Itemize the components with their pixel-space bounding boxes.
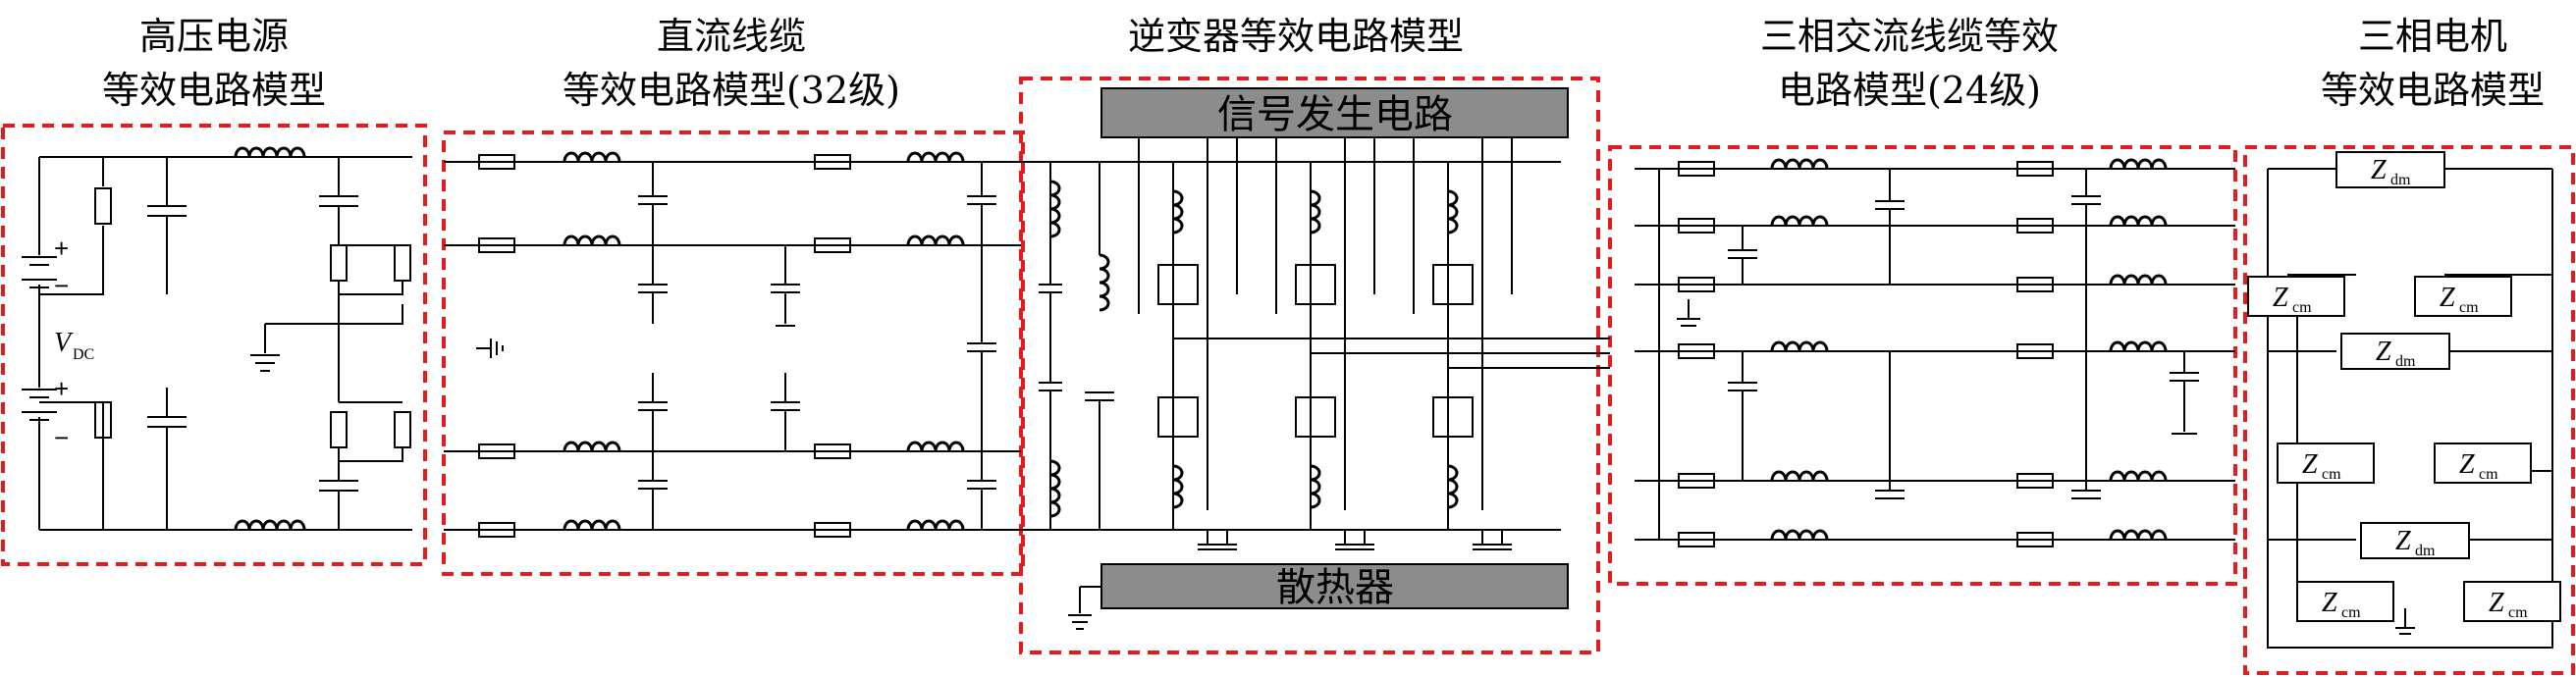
z-cm-right-sub: cm bbox=[2459, 299, 2479, 316]
z-cm-midleft-z: Z bbox=[2302, 449, 2318, 480]
ac-cable-ellipsis bbox=[1914, 168, 2008, 541]
hv-source-circuit bbox=[22, 156, 412, 531]
dc-cable-circuit bbox=[444, 154, 1021, 538]
frame-ac-cable bbox=[1608, 145, 2237, 586]
battery-minus-top: − bbox=[54, 271, 69, 300]
title-hv-line1: 高压电源 bbox=[139, 15, 289, 58]
frame-inverter bbox=[1019, 77, 1600, 654]
battery-plus-bottom: + bbox=[54, 374, 69, 403]
z-cm-midright-z: Z bbox=[2459, 449, 2475, 480]
z-dm-top-sub: dm bbox=[2390, 172, 2411, 188]
title-inverter: 逆变器等效电路模型 bbox=[1128, 15, 1464, 58]
z-dm-mid-sub: dm bbox=[2395, 353, 2416, 370]
z-cm-midleft-sub: cm bbox=[2322, 466, 2341, 483]
z-dm-top-z: Z bbox=[2371, 155, 2387, 185]
z-cm-mid-left bbox=[2277, 443, 2375, 484]
battery-minus-bottom: − bbox=[54, 423, 69, 452]
z-cm-bottom-left bbox=[2296, 581, 2394, 622]
battery-plus-top: + bbox=[54, 234, 69, 263]
dashed-frames bbox=[1, 77, 2575, 675]
signal-generator-box bbox=[1100, 87, 1569, 138]
vdc-subscript: DC bbox=[73, 346, 94, 363]
z-cm-midright-sub: cm bbox=[2479, 466, 2498, 483]
frame-dc-cable bbox=[442, 130, 1025, 576]
z-cm-botleft-sub: cm bbox=[2341, 604, 2361, 621]
z-dm-bottom-sub: dm bbox=[2415, 543, 2436, 559]
title-dc-line2: 等效电路模型(32级) bbox=[563, 69, 900, 112]
z-cm-right bbox=[2414, 276, 2512, 317]
z-dm-bottom bbox=[2360, 522, 2470, 559]
dc-inductors bbox=[563, 151, 965, 531]
hv-inductors bbox=[234, 146, 306, 531]
frame-motor bbox=[2243, 145, 2575, 675]
titles: 高压电源 等效电路模型 直流线缆 等效电路模型(32级) 逆变器等效电路模型 三… bbox=[102, 15, 2545, 112]
z-cm-right-z: Z bbox=[2440, 283, 2455, 313]
z-cm-left-z: Z bbox=[2273, 283, 2288, 313]
motor-circuit bbox=[2267, 168, 2553, 649]
ac-cable-circuit bbox=[1635, 161, 2235, 547]
inverter-circuit bbox=[1021, 137, 1610, 630]
z-dm-middle bbox=[2340, 333, 2450, 370]
z-cm-left-sub: cm bbox=[2292, 299, 2312, 316]
z-dm-mid-z: Z bbox=[2376, 337, 2391, 367]
title-ac-line2: 电路模型(24级) bbox=[1778, 69, 2041, 112]
title-motor-line1: 三相电机 bbox=[2358, 15, 2507, 58]
z-cm-botright-sub: cm bbox=[2508, 604, 2528, 621]
z-cm-mid-right bbox=[2434, 443, 2532, 484]
vdc-symbol: V bbox=[54, 328, 74, 358]
ac-inductors bbox=[1770, 158, 2168, 541]
title-ac-line1: 三相交流线缆等效 bbox=[1760, 15, 2059, 58]
title-dc-line1: 直流线缆 bbox=[657, 15, 806, 58]
title-hv-line2: 等效电路模型 bbox=[102, 69, 326, 112]
title-motor-line2: 等效电路模型 bbox=[2321, 69, 2545, 112]
inverter-inductors bbox=[1049, 180, 1459, 518]
signal-generator-label: 信号发生电路 bbox=[1217, 92, 1453, 137]
z-dm-top bbox=[2335, 151, 2445, 188]
dc-cable-ellipsis bbox=[687, 161, 805, 531]
motor-impedance-boxes bbox=[2247, 151, 2561, 622]
frame-hv-source bbox=[1, 124, 427, 566]
z-dm-bottom-z: Z bbox=[2395, 526, 2411, 556]
z-cm-left bbox=[2247, 276, 2345, 317]
z-cm-botright-z: Z bbox=[2489, 588, 2504, 618]
z-cm-botleft-z: Z bbox=[2322, 588, 2337, 618]
heatsink-label: 散热器 bbox=[1276, 565, 1394, 610]
z-cm-bottom-right bbox=[2463, 581, 2561, 622]
